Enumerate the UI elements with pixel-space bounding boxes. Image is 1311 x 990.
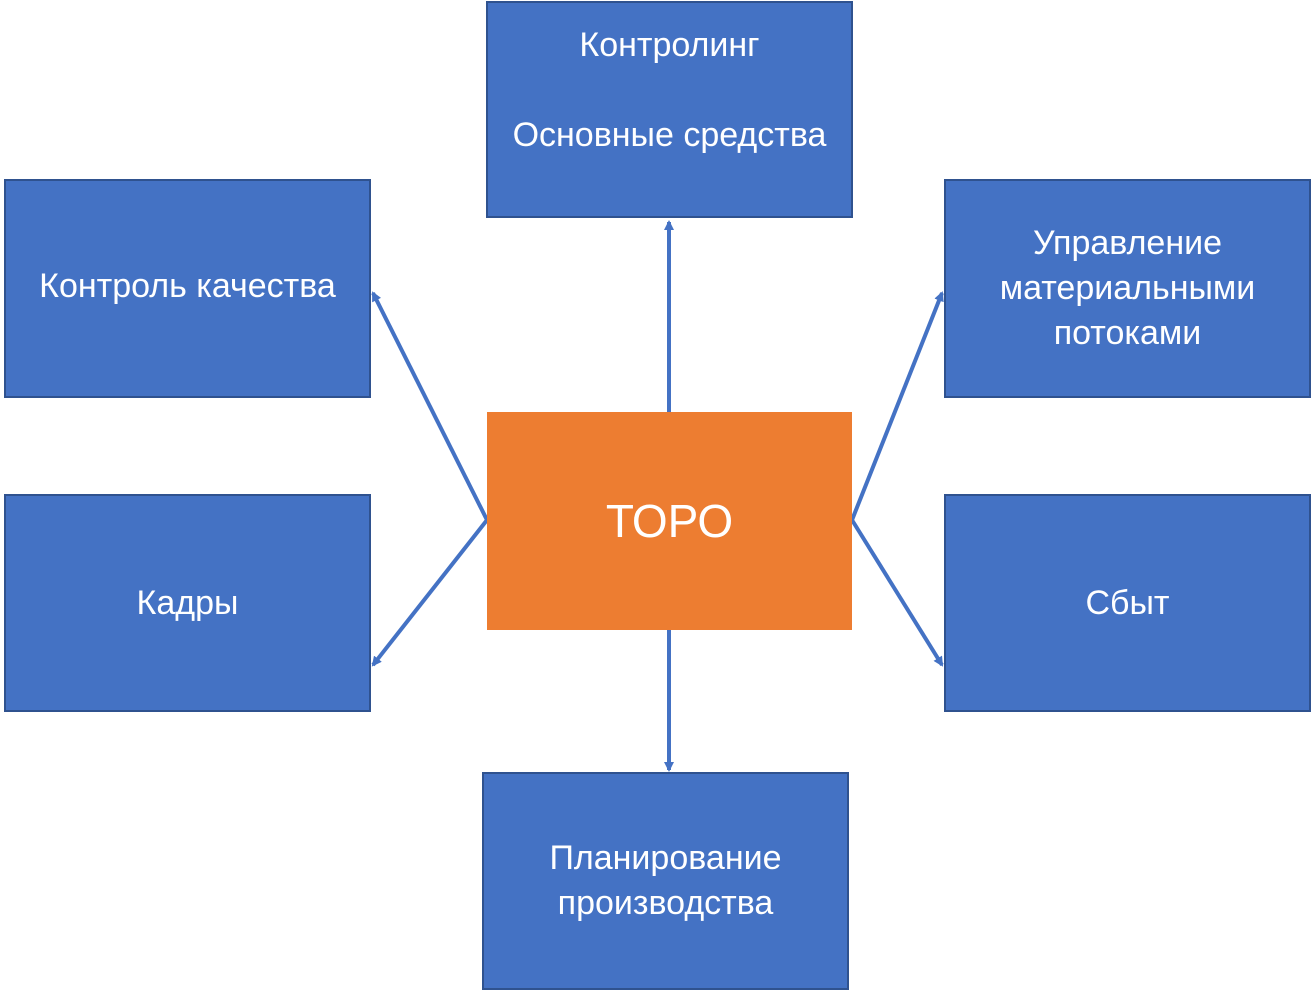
connector-to-right-top (850, 291, 944, 521)
node-production-planning: Планирование производства (482, 772, 849, 990)
node-label-management: Управление (1032, 224, 1222, 262)
connector-to-left-top (371, 291, 489, 521)
node-sales: Сбыт (944, 494, 1311, 712)
node-quality-control: Контроль качества (4, 179, 371, 398)
node-label-planning: Планирование (549, 839, 782, 877)
connector-to-left-bottom (371, 518, 489, 667)
node-center-toro: ТОРО (487, 412, 852, 630)
node-controlling-fixed-assets: Контролинг Основные средства (486, 1, 853, 218)
node-label-personnel: Кадры (136, 583, 239, 622)
node-label-fixed-assets: Основные средства (512, 116, 827, 154)
node-label-sales: Сбыт (1085, 583, 1170, 622)
node-personnel: Кадры (4, 494, 371, 712)
node-label-production: производства (557, 884, 774, 922)
connector-to-right-bottom (850, 518, 944, 667)
node-label-material: материальными (999, 269, 1256, 307)
node-label-quality-control: Контроль качества (39, 267, 336, 305)
node-material-flow-management: Управление материальными потоками (944, 179, 1311, 398)
node-label-controlling: Контролинг (579, 26, 760, 64)
node-label-flows: потоками (1053, 314, 1202, 352)
center-label: ТОРО (605, 494, 734, 547)
